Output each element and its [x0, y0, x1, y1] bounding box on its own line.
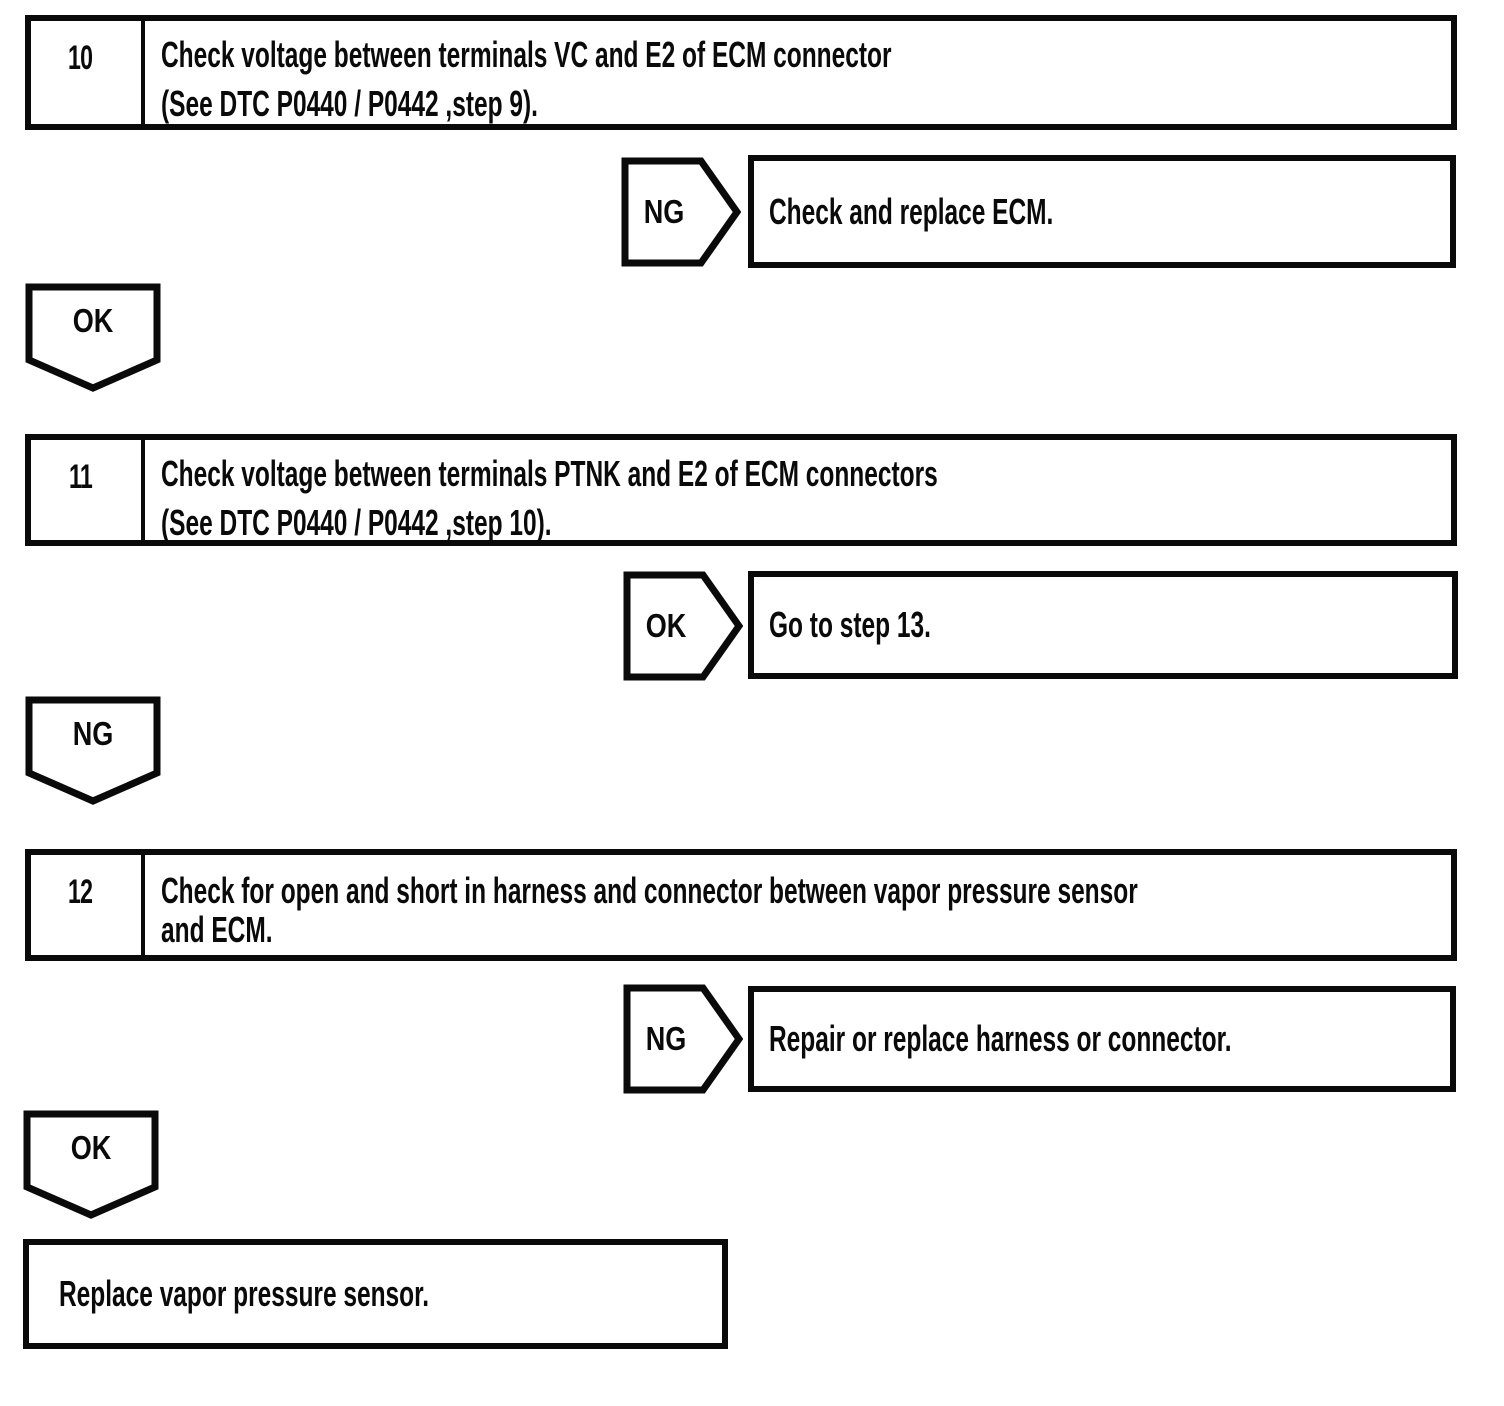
result-text: Repair or replace harness or connector. — [769, 1018, 1232, 1059]
step-title: Check voltage between terminals VC and E… — [161, 34, 892, 75]
step-subtitle-row: (See DTC P0440 / P0442 ,step 10). — [161, 503, 1441, 543]
step-box-11: 11 Check voltage between terminals PTNK … — [25, 434, 1457, 546]
result-box-step12: Repair or replace harness or connector. — [748, 986, 1456, 1092]
step-subtitle: (See DTC P0440 / P0442 ,step 9). — [161, 83, 538, 124]
step-number: 12 — [31, 855, 145, 955]
step-number-text: 12 — [68, 873, 93, 911]
step-number-text: 10 — [68, 39, 93, 77]
pentagon-down-icon — [25, 283, 161, 392]
step-content: Check voltage between terminals VC and E… — [145, 21, 1451, 124]
final-action-text: Replace vapor pressure sensor. — [59, 1273, 430, 1314]
branch-arrow-ng-step10: NG — [621, 157, 741, 267]
continue-label: NG — [72, 715, 114, 752]
pentagon-right-icon — [623, 984, 743, 1094]
step-number-text: 11 — [69, 458, 93, 496]
result-box-step10: Check and replace ECM. — [748, 155, 1456, 268]
branch-arrow-ok-step11: OK — [623, 571, 743, 681]
step-title: Check voltage between terminals PTNK and… — [161, 453, 938, 494]
result-box-step11: Go to step 13. — [748, 571, 1458, 679]
branch-arrow-ng-step12: NG — [623, 984, 743, 1094]
step-number: 10 — [31, 21, 145, 124]
final-action-box: Replace vapor pressure sensor. — [23, 1239, 728, 1349]
pentagon-right-icon — [621, 157, 741, 267]
continue-arrow-ok-step12: OK — [23, 1110, 159, 1220]
branch-label: NG — [643, 193, 685, 230]
pentagon-down-icon — [25, 696, 161, 805]
continue-label: OK — [70, 1129, 112, 1166]
result-text: Check and replace ECM. — [769, 190, 1054, 232]
step-subtitle-row: (See DTC P0440 / P0442 ,step 9). — [161, 84, 1441, 124]
step-subtitle: (See DTC P0440 / P0442 ,step 10). — [161, 502, 552, 543]
result-text: Go to step 13. — [769, 604, 931, 645]
pentagon-right-icon — [623, 571, 743, 681]
step-content: Check voltage between terminals PTNK and… — [145, 440, 1451, 543]
continue-label: OK — [72, 302, 114, 339]
branch-label: OK — [645, 607, 687, 644]
step-content: Check for open and short in harness and … — [145, 855, 1504, 955]
continue-arrow-ng-step11: NG — [25, 696, 161, 806]
step-box-10: 10 Check voltage between terminals VC an… — [25, 15, 1457, 130]
step-box-12: 12 Check for open and short in harness a… — [25, 849, 1457, 961]
pentagon-down-icon — [23, 1110, 159, 1219]
step-title: Check for open and short in harness and … — [161, 870, 1138, 950]
continue-arrow-ok-step10: OK — [25, 283, 161, 393]
branch-label: NG — [645, 1020, 687, 1057]
step-number: 11 — [31, 440, 145, 540]
